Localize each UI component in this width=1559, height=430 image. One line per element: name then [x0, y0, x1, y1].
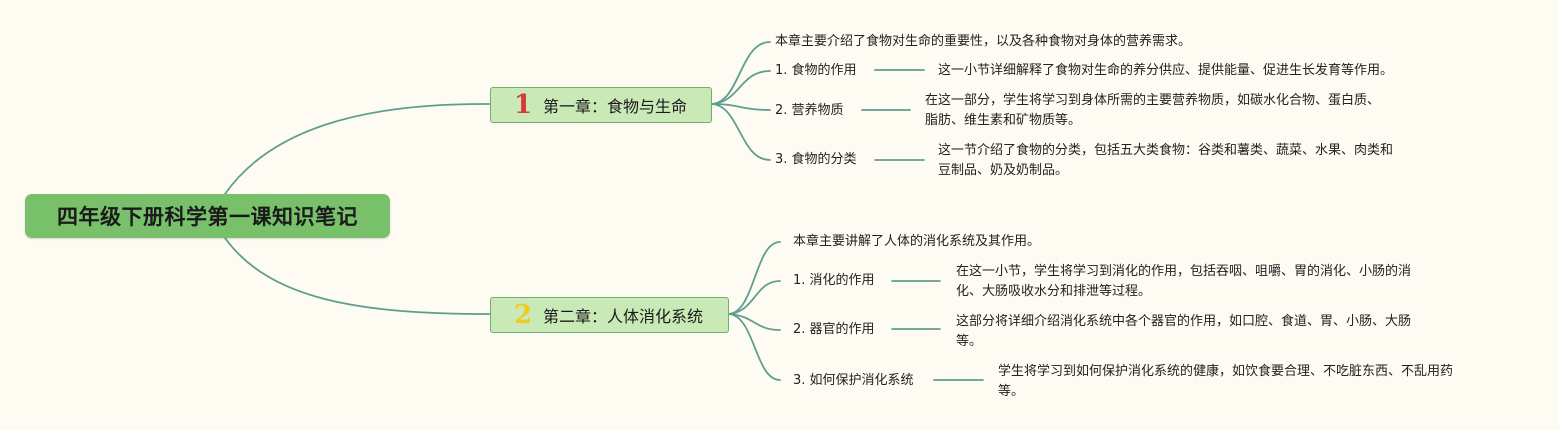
detail-line: 等。	[998, 384, 1025, 399]
connector-ch1-summary	[711, 41, 771, 105]
chapter-1-section-2-label[interactable]: 2. 营养物质	[775, 103, 844, 118]
chapter-title: 第二章：人体消化系统	[543, 307, 704, 326]
root-topic[interactable]: 四年级下册科学第一课知识笔记	[25, 194, 390, 238]
connector-ch2-summary	[728, 241, 781, 315]
root-title: 四年级下册科学第一课知识笔记	[57, 205, 358, 229]
detail-line: 等。	[956, 334, 983, 349]
connector-ch2-sec3	[728, 313, 781, 381]
connector-ch1-sec3	[711, 103, 771, 161]
connector-ch1-sec1	[711, 70, 771, 105]
chapter-1-section-1-label[interactable]: 1. 食物的作用	[775, 63, 857, 78]
detail-line: 学生将学习到如何保护消化系统的健康，如饮食要合理、不吃脏东西、不乱用药	[998, 364, 1454, 379]
chapter-1-section-1-detail[interactable]: 这一小节详细解释了食物对生命的养分供应、提供能量、促进生长发育等作用。	[938, 61, 1393, 81]
detail-line: 这部分将详细介绍消化系统中各个器官的作用，如口腔、食道、胃、小肠、大肠	[956, 314, 1412, 329]
chapter-2-topic[interactable]: 2 第二章：人体消化系统	[490, 297, 729, 333]
number-one-icon: 1	[513, 90, 533, 120]
detail-line: 在这一部分，学生将学习到身体所需的主要营养物质，如碳水化合物、蛋白质、	[925, 93, 1381, 108]
detail-line: 在这一小节，学生将学习到消化的作用，包括吞咽、咀嚼、胃的消化、小肠的消	[956, 264, 1412, 279]
detail-line: 豆制品、奶及奶制品。	[938, 163, 1069, 178]
detail-line: 这一节介绍了食物的分类，包括五大类食物：谷类和薯类、蔬菜、水果、肉类和	[938, 143, 1394, 158]
connector-root-ch2	[224, 237, 491, 315]
connector-root-ch1	[224, 103, 491, 195]
chapter-1-topic[interactable]: 1 第一章：食物与生命	[490, 87, 712, 123]
chapter-1-section-3-detail[interactable]: 这一节介绍了食物的分类，包括五大类食物：谷类和薯类、蔬菜、水果、肉类和 豆制品、…	[938, 141, 1393, 181]
chapter-2-summary[interactable]: 本章主要讲解了人体的消化系统及其作用。	[793, 234, 1041, 249]
chapter-1-section-3-label[interactable]: 3. 食物的分类	[775, 152, 857, 167]
connector-ch2-sec1	[728, 280, 781, 315]
connector-ch1-sec2	[711, 103, 771, 111]
detail-line: 这一小节详细解释了食物对生命的养分供应、提供能量、促进生长发育等作用。	[938, 63, 1394, 78]
chapter-2-section-2-detail[interactable]: 这部分将详细介绍消化系统中各个器官的作用，如口腔、食道、胃、小肠、大肠 等。	[956, 312, 1411, 352]
chapter-title: 第一章：食物与生命	[543, 97, 688, 116]
chapter-1-section-2-detail[interactable]: 在这一部分，学生将学习到身体所需的主要营养物质，如碳水化合物、蛋白质、 脂肪、维…	[925, 91, 1380, 131]
connector-ch2-sec2	[728, 313, 781, 331]
number-two-icon: 2	[513, 300, 533, 330]
chapter-2-section-1-label[interactable]: 1. 消化的作用	[793, 273, 875, 288]
chapter-2-section-3-label[interactable]: 3. 如何保护消化系统	[793, 373, 914, 388]
chapter-2-section-2-label[interactable]: 2. 器官的作用	[793, 322, 875, 337]
chapter-1-summary[interactable]: 本章主要介绍了食物对生命的重要性，以及各种食物对身体的营养需求。	[775, 34, 1192, 49]
chapter-2-section-1-detail[interactable]: 在这一小节，学生将学习到消化的作用，包括吞咽、咀嚼、胃的消化、小肠的消 化、大肠…	[956, 262, 1411, 302]
detail-line: 脂肪、维生素和矿物质等。	[925, 113, 1082, 128]
detail-line: 化、大肠吸收水分和排泄等过程。	[956, 284, 1152, 299]
chapter-2-section-3-detail[interactable]: 学生将学习到如何保护消化系统的健康，如饮食要合理、不吃脏东西、不乱用药 等。	[998, 362, 1453, 402]
